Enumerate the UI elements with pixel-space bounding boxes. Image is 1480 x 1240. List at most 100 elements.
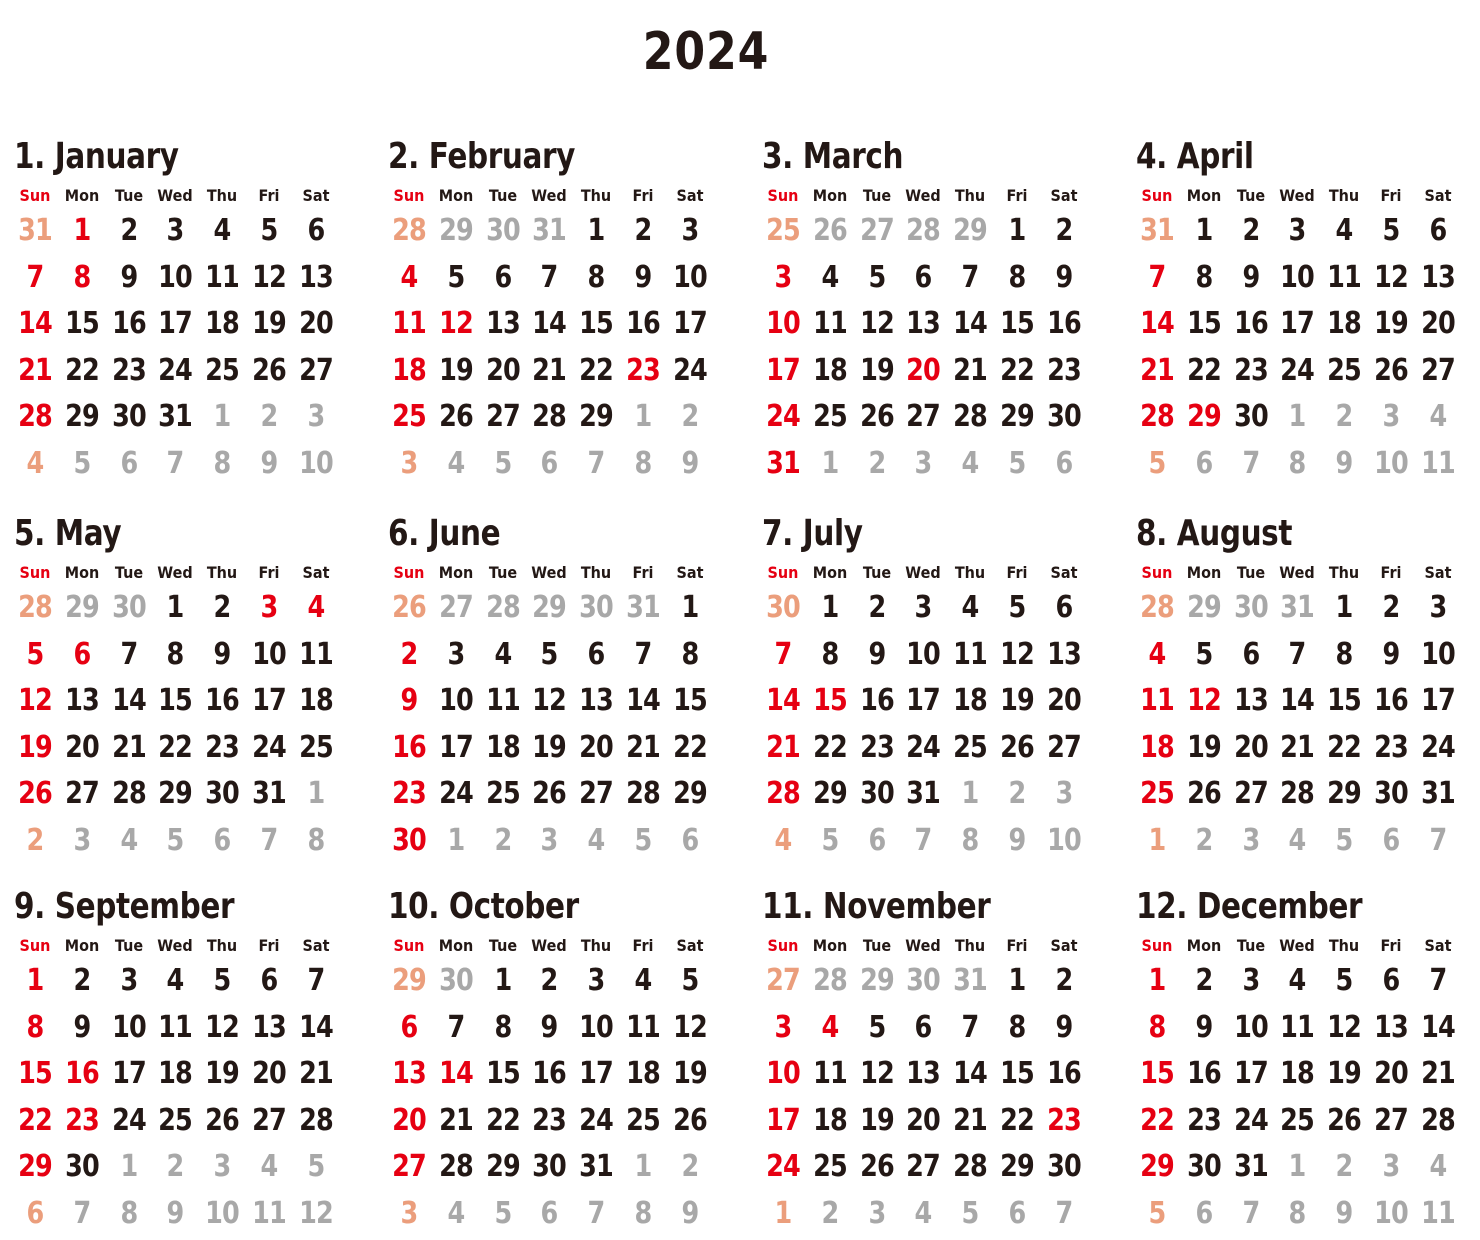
day-cell: 2: [1335, 1149, 1354, 1185]
weekday-tue: Tue: [862, 186, 891, 205]
day-cell: 3: [774, 1009, 793, 1045]
day-cell: 28: [953, 1149, 988, 1185]
day-cell: 21: [438, 1102, 474, 1138]
day-cell: 3: [868, 1196, 886, 1231]
day-cell: 25: [953, 729, 988, 765]
day-cell: 5: [1382, 213, 1401, 248]
day-cell: 29: [1186, 590, 1222, 625]
day-cell: 6: [1195, 446, 1213, 481]
day-cell: 9: [1055, 1009, 1073, 1045]
day-cell: 27: [1046, 729, 1082, 765]
day-cell: 1: [634, 1149, 653, 1185]
day-cell: 5: [821, 823, 839, 858]
weekday-wed: Wed: [157, 563, 194, 582]
day-cell: 27: [579, 776, 614, 812]
day-cell: 30: [1233, 590, 1269, 625]
day-cell: 4: [1148, 636, 1167, 672]
day-cell: 23: [532, 1102, 567, 1138]
day-cell: 27: [64, 776, 100, 812]
day-cell: 11: [1420, 446, 1456, 481]
day-cell: 9: [1382, 636, 1401, 672]
day-cell: 12: [438, 306, 474, 342]
day-cell: 28: [906, 213, 941, 248]
day-cell: 25: [1327, 352, 1362, 388]
day-cell: 30: [392, 823, 427, 858]
weekday-fri: Fri: [1380, 936, 1402, 955]
day-cell: 28: [1280, 776, 1315, 812]
day-cell: 17: [1280, 306, 1315, 342]
month-title: 10. October: [388, 886, 579, 927]
day-cell: 4: [1288, 963, 1307, 998]
day-cell: 12: [1374, 259, 1409, 295]
day-cell: 19: [1000, 683, 1035, 719]
day-cell: 28: [766, 776, 801, 812]
day-cell: 8: [1008, 259, 1027, 295]
day-cell: 31: [953, 963, 988, 998]
day-cell: 1: [1335, 590, 1354, 625]
day-cell: 6: [540, 1196, 559, 1231]
day-cell: 30: [1374, 776, 1409, 812]
day-cell: 1: [961, 776, 980, 812]
day-cell: 2: [868, 446, 886, 481]
day-cell: 9: [260, 446, 279, 481]
day-cell: 1: [1288, 1149, 1307, 1185]
day-cell: 28: [1140, 399, 1175, 435]
day-cell: 18: [392, 352, 427, 388]
day-cell: 23: [859, 729, 895, 765]
day-cell: 28: [1140, 590, 1175, 625]
weekday-wed: Wed: [157, 186, 194, 205]
day-cell: 10: [906, 636, 941, 672]
day-cell: 14: [18, 306, 53, 342]
day-cell: 25: [626, 1102, 661, 1138]
day-cell: 31: [1420, 776, 1456, 812]
day-cell: 20: [579, 729, 614, 765]
day-cell: 2: [1195, 963, 1213, 998]
day-cell: 4: [961, 590, 980, 625]
day-cell: 2: [1242, 213, 1260, 248]
day-cell: 23: [64, 1102, 100, 1138]
day-cell: 27: [906, 399, 941, 435]
weekday-sat: Sat: [676, 186, 704, 205]
day-cell: 5: [634, 823, 653, 858]
day-cell: 22: [64, 352, 100, 388]
day-cell: 19: [252, 306, 287, 342]
day-cell: 31: [1140, 213, 1175, 248]
day-cell: 14: [626, 683, 661, 719]
weekday-fri: Fri: [1006, 936, 1028, 955]
day-cell: 8: [26, 1009, 45, 1045]
day-cell: 4: [260, 1149, 279, 1185]
day-cell: 16: [111, 306, 147, 342]
day-cell: 3: [73, 823, 91, 858]
day-cell: 3: [774, 259, 793, 295]
weekday-thu: Thu: [207, 186, 238, 205]
day-cell: 27: [392, 1149, 427, 1185]
day-cell: 19: [1327, 1056, 1362, 1092]
day-cell: 30: [205, 776, 240, 812]
day-cell: 30: [1046, 1149, 1082, 1185]
day-cell: 5: [540, 636, 559, 672]
day-cell: 1: [73, 213, 91, 248]
day-cell: 2: [166, 1149, 185, 1185]
day-cell: 25: [485, 776, 521, 812]
day-cell: 12: [1000, 636, 1035, 672]
day-cell: 6: [307, 213, 325, 248]
day-cell: 3: [1055, 776, 1073, 812]
day-cell: 2: [120, 213, 138, 248]
day-cell: 16: [205, 683, 240, 719]
day-cell: 7: [914, 823, 933, 858]
day-cell: 30: [438, 963, 474, 998]
day-cell: 24: [111, 1102, 147, 1138]
weekday-sun: Sun: [393, 936, 425, 955]
day-cell: 14: [298, 1009, 334, 1045]
day-cell: 19: [672, 1056, 708, 1092]
day-cell: 31: [252, 776, 287, 812]
day-cell: 21: [953, 1102, 988, 1138]
day-cell: 20: [392, 1102, 427, 1138]
day-cell: 19: [532, 729, 567, 765]
day-cell: 26: [205, 1102, 240, 1138]
